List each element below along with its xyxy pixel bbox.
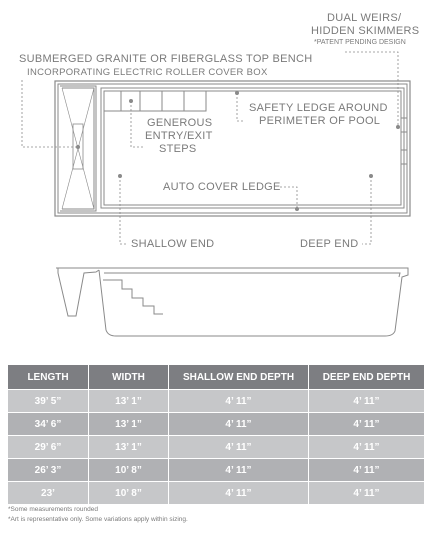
bench-section <box>57 268 100 317</box>
steps-label-entry-exit: ENTRY/EXIT <box>145 130 213 142</box>
steps-outline <box>104 91 207 112</box>
safety-ledge-label: SAFETY LEDGE AROUND <box>249 102 388 114</box>
header-length: LENGTH <box>8 365 89 390</box>
steps-section <box>103 279 163 315</box>
cell-shallow-depth: 4’ 11” <box>169 482 309 505</box>
shallow-end-leader-line <box>119 176 126 245</box>
cell-width: 13’ 1” <box>89 413 169 436</box>
cell-length: 26’ 3” <box>8 459 89 482</box>
weirs-marker-dot <box>396 125 400 129</box>
table-row: 39’ 5” 13’ 1” 4’ 11” 4’ 11” <box>8 390 424 413</box>
cell-length: 23’ <box>8 482 89 505</box>
shallow-end-label: SHALLOW END <box>131 238 215 250</box>
cell-deep-depth: 4’ 11” <box>309 482 424 505</box>
bench-outline <box>60 85 97 212</box>
safety-ledge-inner-outline <box>103 90 402 206</box>
dual-weirs-label: DUAL WEIRS/ <box>327 12 402 24</box>
deep-end-label: DEEP END <box>300 238 359 250</box>
bench-leader-line <box>21 80 78 148</box>
perimeter-label: PERIMETER OF POOL <box>259 115 381 127</box>
steps-label-steps: STEPS <box>159 143 197 155</box>
cell-width: 10’ 8” <box>89 459 169 482</box>
bench-marker-dot <box>76 145 80 149</box>
shallow-end-marker-dot <box>118 174 122 178</box>
footnote-art: *Art is representative only. Some variat… <box>8 516 188 523</box>
table-row: 29’ 6” 13’ 1” 4’ 11” 4’ 11” <box>8 436 424 459</box>
steps-leader-line <box>130 101 143 148</box>
steps-marker-dot <box>129 99 133 103</box>
specs-table: LENGTH WIDTH SHALLOW END DEPTH DEEP END … <box>8 365 424 505</box>
cell-width: 10’ 8” <box>89 482 169 505</box>
safety-ledge-outline <box>100 87 405 209</box>
auto-cover-leader-line <box>280 186 298 209</box>
safety-ledge-marker-dot <box>235 91 239 95</box>
ledge-section <box>104 272 401 278</box>
cover-box-label: INCORPORATING ELECTRIC ROLLER COVER BOX <box>27 67 268 78</box>
pool-outer-outline <box>54 80 411 217</box>
table-row: 23’ 10’ 8” 4’ 11” 4’ 11” <box>8 482 424 505</box>
table-header-row: LENGTH WIDTH SHALLOW END DEPTH DEEP END … <box>8 365 424 390</box>
auto-cover-marker-dot <box>295 207 299 211</box>
weirs-leader-line <box>345 51 399 127</box>
cover-box <box>72 123 84 170</box>
header-deep-end-depth: DEEP END DEPTH <box>309 365 424 390</box>
safety-ledge-leader-line <box>236 93 244 122</box>
cell-width: 13’ 1” <box>89 390 169 413</box>
cell-length: 39’ 5” <box>8 390 89 413</box>
footnote-measurements: *Some measurements rounded <box>8 506 98 513</box>
deep-end-marker-dot <box>369 174 373 178</box>
cell-shallow-depth: 4’ 11” <box>169 459 309 482</box>
cell-shallow-depth: 4’ 11” <box>169 436 309 459</box>
steps-label-generous: GENEROUS <box>147 117 213 129</box>
hidden-skimmers-label: HIDDEN SKIMMERS <box>311 25 420 37</box>
auto-cover-label: AUTO COVER LEDGE <box>163 181 281 193</box>
bench-inner-outline <box>62 87 95 210</box>
table-row: 26’ 3” 10’ 8” 4’ 11” 4’ 11” <box>8 459 424 482</box>
header-width: WIDTH <box>89 365 169 390</box>
cell-width: 13’ 1” <box>89 436 169 459</box>
cell-length: 29’ 6” <box>8 436 89 459</box>
side-view-outline <box>56 267 409 337</box>
pool-diagram <box>21 51 411 337</box>
cell-deep-depth: 4’ 11” <box>309 390 424 413</box>
cell-deep-depth: 4’ 11” <box>309 436 424 459</box>
cell-deep-depth: 4’ 11” <box>309 459 424 482</box>
cell-shallow-depth: 4’ 11” <box>169 390 309 413</box>
deep-end-leader-line <box>362 176 372 245</box>
patent-pending-label: *PATENT PENDING DESIGN <box>314 39 406 46</box>
bench-label: SUBMERGED GRANITE OR FIBERGLASS TOP BENC… <box>19 53 313 65</box>
cell-length: 34’ 6” <box>8 413 89 436</box>
table-row: 34’ 6” 13’ 1” 4’ 11” 4’ 11” <box>8 413 424 436</box>
header-shallow-end-depth: SHALLOW END DEPTH <box>169 365 309 390</box>
cell-shallow-depth: 4’ 11” <box>169 413 309 436</box>
cell-deep-depth: 4’ 11” <box>309 413 424 436</box>
